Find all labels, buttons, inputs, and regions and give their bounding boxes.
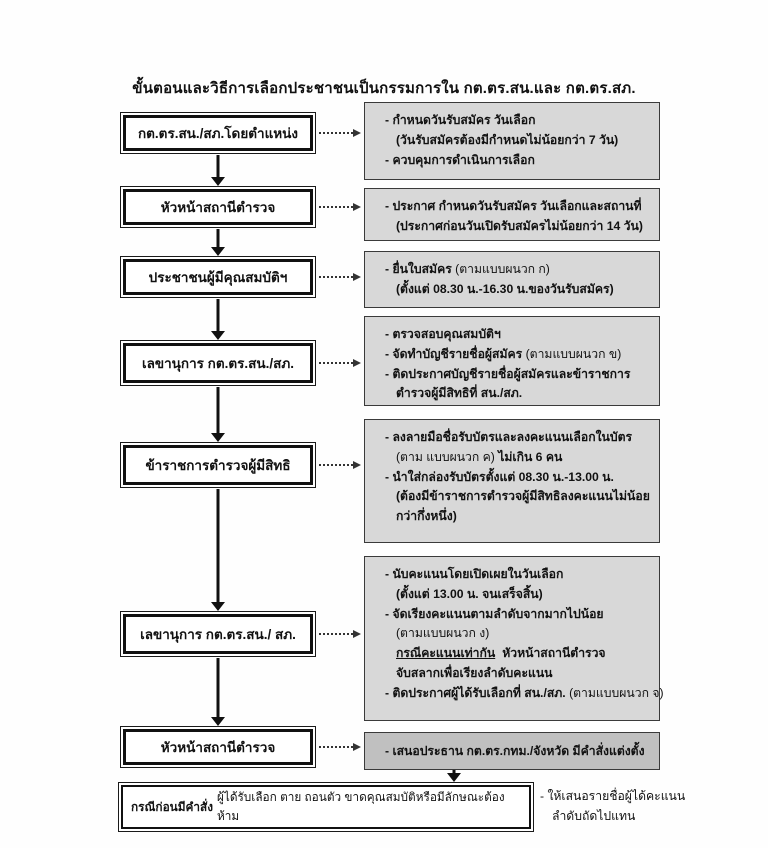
flow-node-eligible-police: ข้าราชการตำรวจผู้มีสิทธิ [120, 442, 316, 488]
detail-box-verification: - ตรวจสอบคุณสมบัติฯ - จัดทำบัญชีรายชื่อผ… [364, 316, 660, 406]
flow-node-secretary-1: เลขานุการ กต.ตร.สน./สภ. [120, 340, 316, 386]
dotted-arrow-right-icon [319, 630, 361, 638]
replacement-note-line: ลำดับถัดไปแทน [552, 808, 636, 823]
flow-node-qualified-citizens: ประชาชนผู้มีคุณสมบัติฯ [120, 256, 316, 298]
dotted-arrow-right-icon [319, 461, 361, 469]
detail-line: (ต้องมีข้าราชการตำรวจผู้มีสิทธิลงคะแนนไม… [396, 489, 650, 504]
detail-line: (ตามแบบผนวก ง) [396, 626, 490, 641]
pre-order-case-text: กรณีก่อนมีคำสั่ง ผู้ได้รับเลือก ตาย ถอนต… [121, 785, 531, 829]
detail-line: (ตั้งแต่ 13.00 น. จนเสร็จสิ้น) [396, 586, 543, 601]
flow-node-label: หัวหน้าสถานีตำรวจ [123, 729, 313, 765]
arrow-down-icon [210, 658, 226, 726]
dotted-arrow-right-icon [319, 129, 361, 137]
flow-node-label: เลขานุการ กต.ตร.สน./ สภ. [123, 614, 313, 654]
arrow-down-icon [210, 229, 226, 256]
flow-node-label: ข้าราชการตำรวจผู้มีสิทธิ [123, 445, 313, 485]
detail-box-appointment: - เสนอประธาน กต.ตร.กทม./จังหวัด มีคำสั่ง… [364, 732, 660, 770]
arrow-down-icon [446, 770, 462, 782]
detail-line: ตำรวจผู้มีสิทธิที่ สน./สภ. [396, 386, 523, 401]
detail-line: (วันรับสมัครต้องมีกำหนดไม่น้อยกว่า 7 วัน… [396, 132, 619, 147]
flow-node-label: กต.ตร.สน./สภ.โดยตำแหน่ง [123, 115, 313, 151]
detail-line: - ประกาศ กำหนดวันรับสมัคร วันเลือกและสถา… [385, 199, 642, 213]
replacement-note: - ให้เสนอรายชื่อผู้ได้คะแนน ลำดับถัดไปแท… [540, 787, 700, 826]
detail-box-announcement: - ประกาศ กำหนดวันรับสมัคร วันเลือกและสถา… [364, 188, 660, 241]
pre-order-case-box: กรณีก่อนมีคำสั่ง ผู้ได้รับเลือก ตาย ถอนต… [118, 782, 534, 832]
arrow-down-icon [210, 299, 226, 340]
dotted-arrow-right-icon [319, 203, 361, 211]
detail-line: - ตรวจสอบคุณสมบัติฯ [385, 327, 501, 341]
detail-line: (ตาม แบบผนวก ค) ไม่เกิน 6 คน [396, 449, 563, 464]
detail-line: - เสนอประธาน กต.ตร.กทม./จังหวัด มีคำสั่ง… [385, 744, 645, 759]
flow-node-secretary-2: เลขานุการ กต.ตร.สน./ สภ. [120, 611, 316, 657]
case-title: กรณีก่อนมีคำสั่ง [131, 799, 213, 814]
flow-node-committee-by-position: กต.ตร.สน./สภ.โดยตำแหน่ง [120, 112, 316, 154]
flow-node-label: หัวหน้าสถานีตำรวจ [123, 189, 313, 225]
dotted-arrow-right-icon [319, 743, 361, 751]
detail-line: - จัดทำบัญชีรายชื่อผู้สมัคร (ตามแบบผนวก … [385, 346, 622, 361]
detail-box-schedule: - กำหนดวันรับสมัคร วันเลือก (วันรับสมัคร… [364, 102, 660, 180]
detail-line: กรณีคะแนนเท่ากันหัวหน้าสถานีตำรวจ [396, 646, 606, 661]
replacement-note-line: - ให้เสนอรายชื่อผู้ได้คะแนน [540, 789, 686, 803]
page-title: ขั้นตอนและวิธีการเลือกประชาชนเป็นกรรมการ… [132, 80, 636, 97]
flow-node-station-chief-1: หัวหน้าสถานีตำรวจ [120, 186, 316, 228]
arrow-down-icon [210, 387, 226, 442]
detail-line: (ประกาศก่อนวันเปิดรับสมัครไม่น้อยกว่า 14… [396, 218, 643, 233]
detail-line: - จัดเรียงคะแนนตามลำดับจากมากไปน้อย [385, 606, 604, 621]
detail-line: - นับคะแนนโดยเปิดเผยในวันเลือก [385, 567, 564, 581]
dotted-arrow-right-icon [319, 273, 361, 281]
flow-node-station-chief-2: หัวหน้าสถานีตำรวจ [120, 726, 316, 768]
detail-line: จับสลากเพื่อเรียงลำดับคะแนน [396, 665, 553, 680]
arrow-down-icon [210, 155, 226, 186]
detail-line: - ยื่นใบสมัคร (ตามแบบผนวก ก) [385, 262, 550, 276]
dotted-arrow-right-icon [319, 359, 361, 367]
case-description: ผู้ได้รับเลือก ตาย ถอนตัว ขาดคุณสมบัติหร… [216, 790, 505, 823]
detail-line: - กำหนดวันรับสมัคร วันเลือก [385, 113, 536, 127]
detail-line: - ติดประกาศบัญชีรายชื่อผู้สมัครและข้าราช… [385, 366, 631, 381]
flow-node-label: ประชาชนผู้มีคุณสมบัติฯ [123, 259, 313, 295]
detail-box-application: - ยื่นใบสมัคร (ตามแบบผนวก ก) (ตั้งแต่ 08… [364, 251, 660, 308]
detail-line: - ควบคุมการดำเนินการเลือก [385, 152, 535, 167]
detail-line: - ลงลายมือชื่อรับบัตรและลงคะแนนเลือกในบั… [385, 430, 633, 444]
detail-line: - นำใส่กล่องรับบัตรตั้งแต่ 08.30 น.-13.0… [385, 469, 614, 484]
detail-line: กว่ากึ่งหนึ่ง) [396, 509, 457, 524]
detail-line: (ตั้งแต่ 08.30 น.-16.30 น.ของวันรับสมัคร… [396, 281, 614, 296]
detail-box-counting: - นับคะแนนโดยเปิดเผยในวันเลือก (ตั้งแต่ … [364, 556, 664, 721]
detail-box-voting: - ลงลายมือชื่อรับบัตรและลงคะแนนเลือกในบั… [364, 419, 660, 543]
detail-line: - ติดประกาศผู้ได้รับเลือกที่ สน./สภ. (ตา… [385, 685, 664, 700]
arrow-down-icon [210, 489, 226, 611]
flow-node-label: เลขานุการ กต.ตร.สน./สภ. [123, 343, 313, 383]
